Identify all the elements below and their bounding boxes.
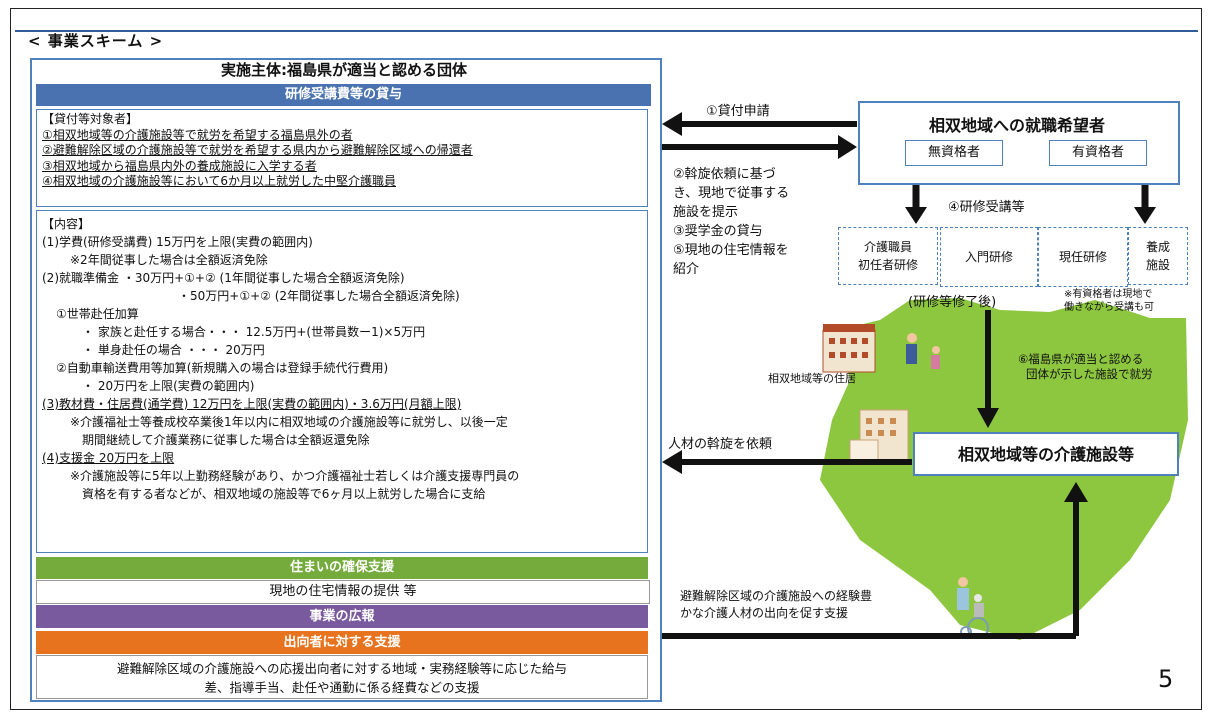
unqualified-box: 無資格者 <box>905 140 1003 166</box>
family-icon <box>906 333 940 369</box>
mid-step-line: ③奨学金の貸与 <box>673 224 763 239</box>
secondment-bar: 出向者に対する支援 <box>36 631 648 654</box>
bottom-note-line: かな介護人材の出向を促す支援 <box>680 606 849 620</box>
note-line: ※有資格者は現地で <box>1064 289 1153 300</box>
loan-bar: 研修受講費等の貸与 <box>36 84 651 106</box>
housing-icon <box>822 324 876 373</box>
training-line: 介護職員 <box>863 240 912 254</box>
bottom-note-line: 避難解除区域の介護施設への経験豊 <box>680 589 873 603</box>
target-item: ①相双地域等の介護施設等で就労を希望する福島県外の者 <box>42 127 353 142</box>
step6-line: 団体が示した施設で就労 <box>1026 367 1153 381</box>
training-school: 養成 施設 <box>1128 227 1188 285</box>
request-label: 人材の斡旋を依頼 <box>668 437 773 452</box>
step6-line: ⑥福島県が適当と認める <box>1018 352 1144 366</box>
contents-line: 資格を有する者などが、相双地域の施設等で6ヶ月以上就労した場合に支給 <box>82 487 486 501</box>
arrows <box>660 112 1156 639</box>
secondment-line: 差、指導手当、赴任や通勤に係る経費などの支援 <box>204 680 480 695</box>
contents-heading: 【内容】 <box>42 217 91 231</box>
contents-line: ※2年間従事した場合は全額返済免除 <box>70 253 268 267</box>
contents-line: ・ 家族と赴任する場合・・・ 12.5万円+(世帯員数ー1)×5万円 <box>82 325 426 339</box>
bottom-note: 避難解除区域の介護施設への経験豊 かな介護人材の出向を促す支援 <box>680 588 872 622</box>
step6-label: ⑥福島県が適当と認める 団体が示した施設で就労 <box>1018 352 1153 382</box>
after-training-label: (研修等修了後) <box>908 295 997 310</box>
target-item: ②避難解除区域の介護施設等で就労を希望する県内から避難解除区域への帰還者 <box>42 143 473 157</box>
qualified-box: 有資格者 <box>1049 140 1147 166</box>
contents-line: ※介護施設等に5年以上勤務経験があり、かつ介護福祉士若しくは介護支援専門員の <box>70 469 520 483</box>
contents-line: ・ 20万円を上限(実費の範囲内) <box>82 379 255 393</box>
contents-line: 期間継続して介護業務に従事した場合は全額返還免除 <box>82 433 370 447</box>
mid-step-line: き、現地で従事する <box>673 186 790 201</box>
housing-bar: 住まいの確保支援 <box>36 557 648 579</box>
care-facility-box: 相双地域等の介護施設等 <box>913 432 1179 476</box>
page-number: 5 <box>1158 665 1174 693</box>
implementing-body-title: 実施主体:福島県が適当と認める団体 <box>220 61 467 79</box>
contents-panel: 【内容】 (1)学費(研修受講費) 15万円を上限(実費の範囲内) ※2年間従事… <box>36 210 648 553</box>
training-beginner: 介護職員 初任者研修 <box>838 227 938 285</box>
training-intro: 入門研修 <box>940 227 1038 287</box>
training-line: 施設 <box>1145 258 1170 272</box>
pr-bar: 事業の広報 <box>36 605 648 628</box>
target-item: ④相双地域の介護施設等において6か月以上就労した中堅介護職員 <box>42 174 397 188</box>
secondment-line: 避難解除区域の介護施設への応援出向者に対する地域・実務経験等に応じた給与 <box>116 661 567 676</box>
target-item: ③相双地域から福島県内外の養成施設に入学する者 <box>42 158 317 173</box>
mid-step-line: ②斡旋依頼に基づ <box>673 167 776 182</box>
qualified-note: ※有資格者は現地で 働きながら受講も可 <box>1064 288 1154 314</box>
contents-line: ・ 単身赴任の場合 ・・・ 20万円 <box>82 343 265 357</box>
secondment-text: 避難解除区域の介護施設への応援出向者に対する地域・実務経験等に応じた給与 差、指… <box>36 655 648 699</box>
step4-label: ④研修受講等 <box>948 200 1025 215</box>
contents-line: (3)教材費・住居費(通学費) 12万円を上限(実費の範囲内)・3.6万円(月額… <box>42 397 462 411</box>
mid-steps: ②斡旋依頼に基づ き、現地で従事する 施設を提示 ③奨学金の貸与 ⑤現地の住宅情… <box>673 165 789 279</box>
housing-label: 相双地域等の住居 <box>768 372 856 385</box>
training-line: 初任者研修 <box>857 258 918 272</box>
targets-panel: 【貸付等対象者】 ①相双地域等の介護施設等で就労を希望する福島県外の者 ②避難解… <box>36 109 648 207</box>
contents-line: ①世帯赴任加算 <box>56 307 139 321</box>
scheme-title: < 事業スキーム > <box>28 32 164 50</box>
contents-line: (4)支援金 20万円を上限 <box>42 451 175 465</box>
housing-text: 現地の住宅情報の提供 等 <box>36 580 650 604</box>
contents-line: ※介護福祉士等養成校卒業後1年以内に相双地域の介護施設等に就労し、以後一定 <box>70 415 508 429</box>
contents-line: ②自動車輸送費用等加算(新規購入の場合は登録手続代行費用) <box>56 361 389 375</box>
mid-step-line: ⑤現地の住宅情報を <box>673 243 789 258</box>
top-rule <box>15 30 1198 32</box>
contents-line: ・50万円+①+② (2年間従事した場合全額返済免除) <box>178 289 460 303</box>
contents-line: (2)就職準備金 ・30万円+①+② (1年間従事した場合全額返済免除) <box>42 271 405 285</box>
step1-label: ①貸付申請 <box>706 104 770 119</box>
mid-step-line: 紹介 <box>673 262 700 277</box>
job-seeker-title: 相双地域への就職希望者 <box>928 116 1105 135</box>
training-line: 養成 <box>1145 240 1170 254</box>
targets-heading: 【貸付等対象者】 <box>42 112 139 126</box>
training-current: 現任研修 <box>1038 227 1128 287</box>
note-line: 働きながら受講も可 <box>1064 302 1154 313</box>
mid-step-line: 施設を提示 <box>673 205 739 220</box>
contents-line: (1)学費(研修受講費) 15万円を上限(実費の範囲内) <box>42 235 313 249</box>
